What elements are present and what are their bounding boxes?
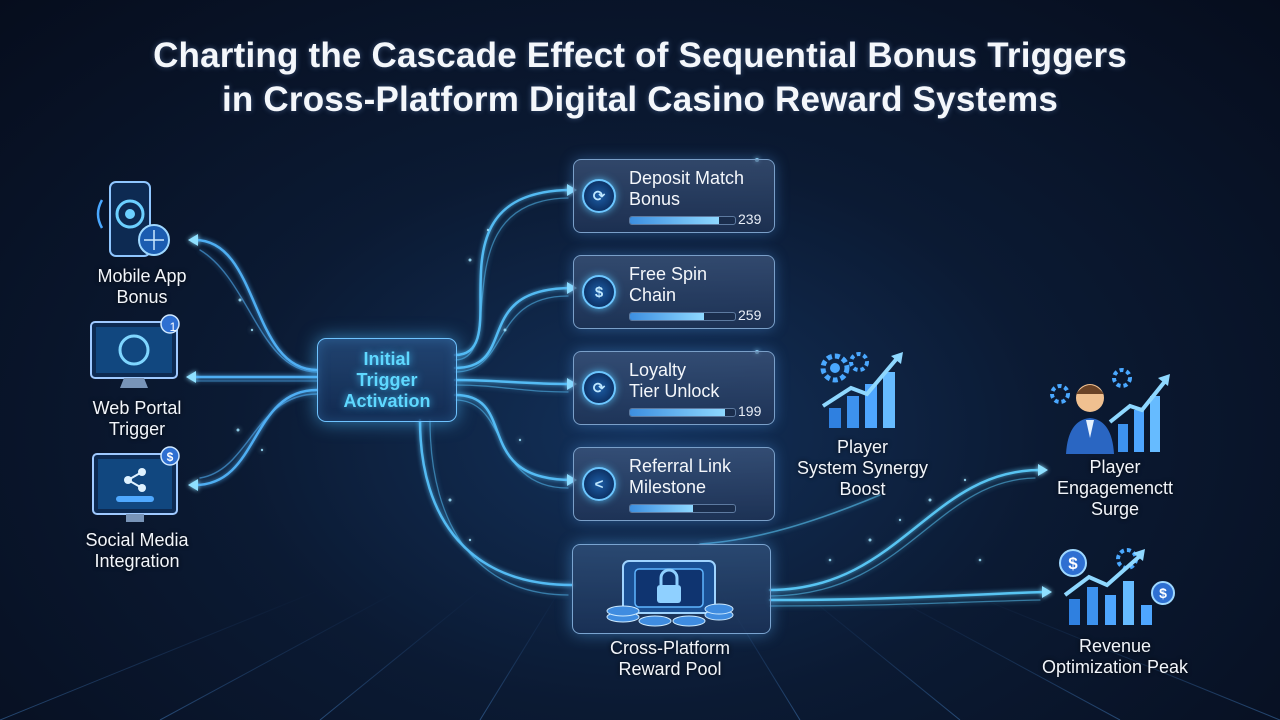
progress-bar (629, 504, 736, 513)
mobile-phone-icon (92, 180, 178, 260)
progress-bar (629, 312, 736, 321)
reward-pool-node (572, 544, 771, 634)
svg-text:$: $ (1068, 554, 1078, 573)
title-line-1: Charting the Cascade Effect of Sequentia… (153, 36, 1127, 75)
share-monitor-icon (90, 446, 186, 526)
card-value: 259 (738, 307, 762, 323)
card-value: 199 (738, 403, 762, 419)
dollar-growth-chart-icon: $ $ (1055, 545, 1180, 627)
bonus-card-deposit-match: ⟳ Deposit Match Bonus 239 (573, 159, 775, 233)
svg-text:$: $ (1159, 585, 1167, 601)
progress-fill (630, 409, 725, 416)
arrowheads (186, 184, 1052, 598)
floor-grid (0, 589, 1280, 720)
outcome-label-revenue: Revenue Optimization Peak (1041, 636, 1189, 677)
title-line-2: in Cross-Platform Digital Casino Reward … (221, 80, 1058, 119)
outcome-label-engagement: Player Engagemenctt Surge (1056, 457, 1174, 519)
bonus-card-free-spin: $ Free Spin Chain 259 (573, 255, 775, 329)
dollar-coin-icon: $ (582, 275, 616, 309)
bonus-card-loyalty-tier: ⟳ Loyalty Tier Unlock 199 (573, 351, 775, 425)
reward-pool-label: Cross-Platform Reward Pool (609, 638, 730, 679)
source-label-mobile: Mobile App Bonus (97, 266, 187, 307)
share-coin-icon: < (582, 467, 616, 501)
progress-bar (629, 216, 736, 225)
desktop-monitor-icon (88, 314, 186, 392)
page-title: Charting the Cascade Effect of Sequentia… (0, 34, 1280, 122)
flow-to-cards (418, 188, 574, 596)
card-value: 239 (738, 211, 762, 227)
source-label-web: Web Portal Trigger (92, 398, 182, 439)
progress-fill (630, 505, 693, 512)
progress-bar (629, 408, 736, 417)
refresh-coin-icon: ⟳ (582, 179, 616, 213)
flow-to-sources (190, 238, 319, 487)
source-label-social: Social Media Integration (85, 530, 189, 571)
bonus-card-referral-link: < Referral Link Milestone (573, 447, 775, 521)
outcome-label-synergy: Player System Synergy Boost (796, 437, 929, 499)
flow-to-outcomes (699, 468, 1047, 607)
social-media-badge: $ (166, 450, 174, 464)
initial-trigger-node: Initial Trigger Activation (317, 338, 457, 422)
web-portal-badge: 1 (169, 320, 177, 334)
person-growth-chart-icon (1050, 368, 1175, 454)
refresh-coin-icon: ⟳ (582, 371, 616, 405)
vault-lock-icon (601, 551, 741, 629)
progress-fill (630, 313, 704, 320)
gears-growth-chart-icon (815, 350, 910, 432)
progress-fill (630, 217, 720, 224)
